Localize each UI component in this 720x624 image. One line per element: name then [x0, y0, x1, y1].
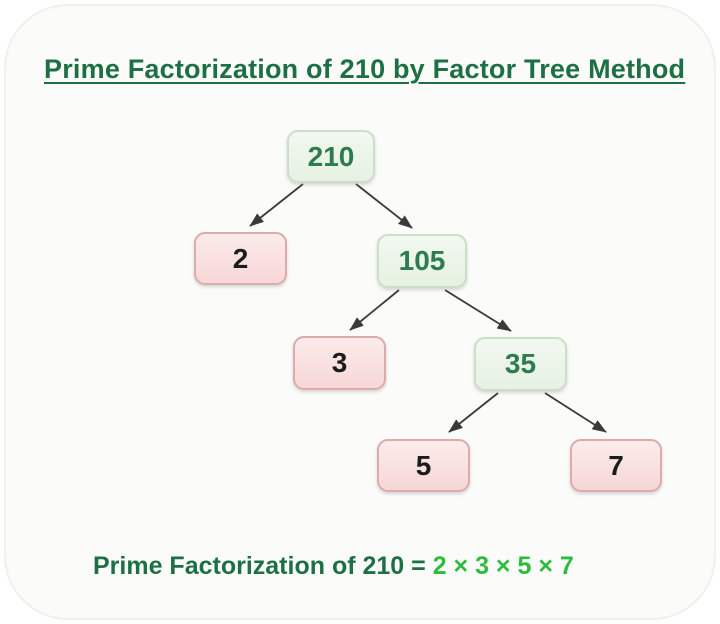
- tree-node-35: 35: [474, 337, 567, 391]
- tree-node-105: 105: [377, 234, 467, 288]
- node-value: 5: [415, 449, 432, 481]
- node-value: 35: [504, 348, 537, 379]
- node-value: 105: [398, 245, 446, 276]
- result-prefix: Prime Factorization of 210 =: [93, 552, 433, 580]
- node-value: 7: [608, 449, 624, 481]
- tree-node-3: 3: [293, 336, 386, 390]
- tree-node-5: 5: [377, 439, 470, 492]
- node-value: 210: [307, 140, 355, 172]
- node-value: 2: [232, 242, 249, 274]
- tree-node-2: 2: [194, 232, 287, 285]
- result-line: Prime Factorization of 210 = 2 × 3 × 5 ×…: [93, 552, 574, 581]
- result-factors: 2 × 3 × 5 × 7: [432, 552, 574, 580]
- node-value: 3: [331, 347, 348, 378]
- tree-node-210: 210: [287, 130, 375, 183]
- page-title: Prime Factorization of 210 by Factor Tre…: [44, 54, 686, 84]
- tree-node-7: 7: [570, 439, 662, 492]
- factor-tree-card: Prime Factorization of 210 by Factor Tre…: [4, 4, 716, 620]
